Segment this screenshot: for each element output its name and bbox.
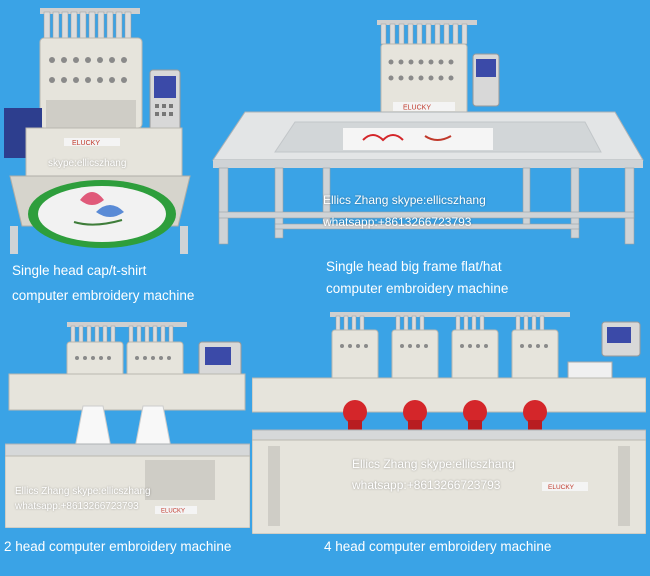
panel-two-head: ELUCKY Ellics Zhang skype:ellicszhang wh…	[5, 318, 250, 528]
brand-label: ELUCKY	[161, 509, 185, 515]
single-head-machine-illustration: ELUCKY	[4, 8, 191, 254]
caption-single-head-big-frame-line1: Single head big frame flat/hat	[326, 259, 502, 274]
panel-single-head-big-frame: ELUCKY Ellics Zhang skype:ellicszhang wh…	[205, 12, 645, 252]
caption-single-head-big-frame-line2: computer embroidery machine	[326, 281, 509, 296]
watermark-name-skype: Ellics Zhang skype:ellicszhang	[323, 193, 486, 207]
brand-label: ELUCKY	[403, 105, 431, 112]
watermark-name-skype: Ellics Zhang skype:ellicszhang	[15, 486, 151, 497]
watermark-skype: skype:ellicszhang	[48, 158, 127, 169]
two-head-machine-illustration: ELUCKY	[5, 322, 250, 528]
watermark-whatsapp: whatsapp:+8613266723793	[15, 501, 139, 512]
brand-label: ELUCKY	[72, 140, 100, 147]
panel-single-head-cap: ELUCKY skype:ellicszhang	[0, 0, 200, 256]
caption-single-head-cap-line2: computer embroidery machine	[12, 288, 195, 303]
brand-label: ELUCKY	[548, 484, 575, 491]
four-head-machine-illustration: ELUCKY	[252, 312, 646, 534]
watermark-whatsapp: whatsapp:+8613266723793	[323, 215, 472, 229]
panel-four-head: ELUCKY Ellics Zhang skype:ellicszhang wh…	[252, 306, 646, 534]
big-frame-machine-illustration: ELUCKY	[212, 20, 644, 245]
caption-two-head: 2 head computer embroidery machine	[4, 539, 232, 554]
caption-four-head: 4 head computer embroidery machine	[324, 539, 552, 554]
caption-single-head-cap-line1: Single head cap/t-shirt	[12, 263, 147, 278]
watermark-whatsapp: whatsapp:+8613266723793	[352, 478, 501, 492]
watermark-name-skype: Ellics Zhang skype:ellicszhang	[352, 457, 515, 471]
